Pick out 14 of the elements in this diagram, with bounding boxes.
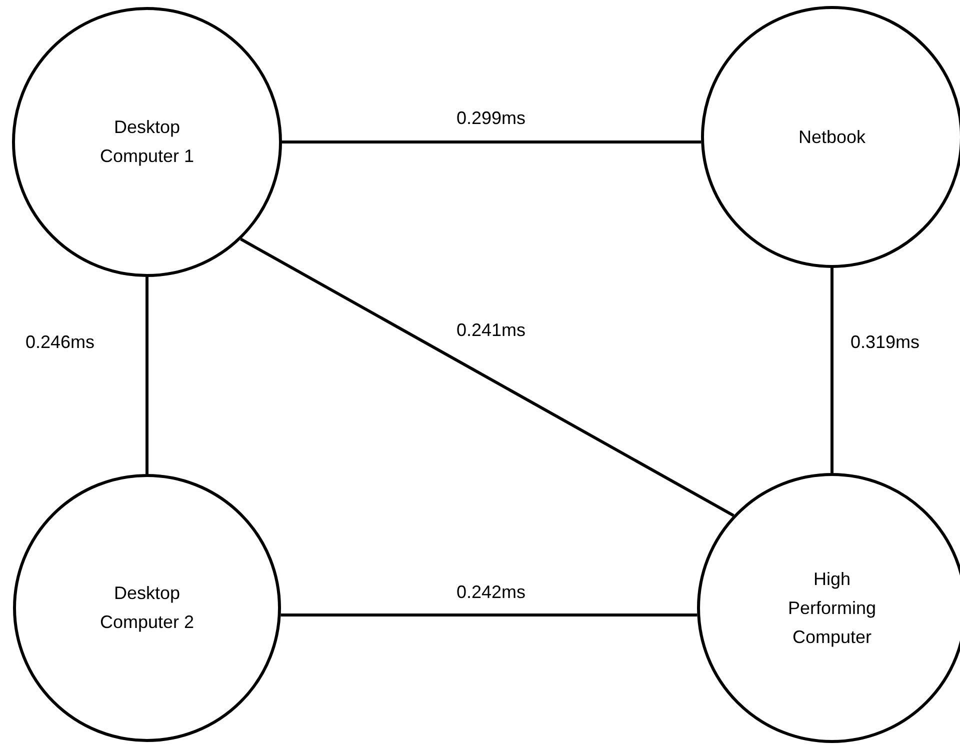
connector-line — [280, 614, 698, 616]
connector-line — [146, 277, 148, 474]
node-label: High Performing Computer — [786, 568, 878, 649]
connector-line — [240, 238, 734, 517]
connector-line — [830, 268, 834, 473]
connector-line — [282, 140, 702, 144]
edge-label: 0.246ms — [26, 332, 95, 352]
edge-label: 0.241ms — [456, 320, 526, 340]
node-label: Desktop Computer 2 — [98, 582, 196, 634]
node-label: Desktop Computer 1 — [98, 116, 196, 168]
edge-label: 0.319ms — [850, 332, 920, 352]
node-label: Netbook — [798, 126, 866, 148]
edge-label: 0.242ms — [456, 582, 526, 602]
edge-label: 0.299ms — [456, 108, 526, 128]
